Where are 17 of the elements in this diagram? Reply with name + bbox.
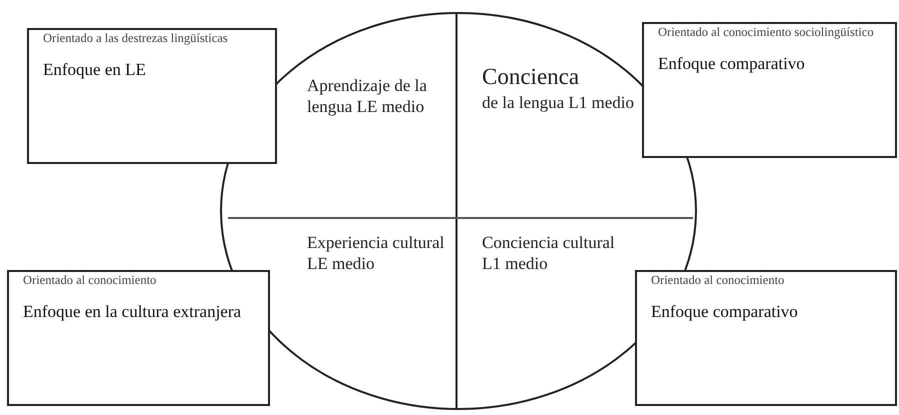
orientation-note: Orientado al conocimiento [23,273,158,288]
approach-box [7,270,270,406]
approach-box [27,28,277,164]
orientation-note: Orientado al conocimiento sociolingüístico [658,25,875,40]
approach-title: Enfoque en la cultura extranjera [23,301,242,323]
orientation-note: Orientado al conocimiento [651,273,786,288]
quadrant-label: de la lengua L1 medio [482,92,636,113]
approach-title: Enfoque comparativo [651,301,799,323]
approach-title: Enfoque en LE [43,59,147,81]
approach-box [642,22,897,158]
quadrant-label: Aprendizaje de la lengua LE medio [307,75,428,117]
quadrant-label: Concienca [482,64,580,90]
quadrant-label: Conciencia cultural L1 medio [482,232,616,274]
quadrant-label: Experiencia cultural LE medio [307,232,446,274]
approach-box [635,270,897,406]
orientation-note: Orientado a las destrezas lingüísticas [43,31,229,46]
approach-title: Enfoque comparativo [658,53,806,75]
